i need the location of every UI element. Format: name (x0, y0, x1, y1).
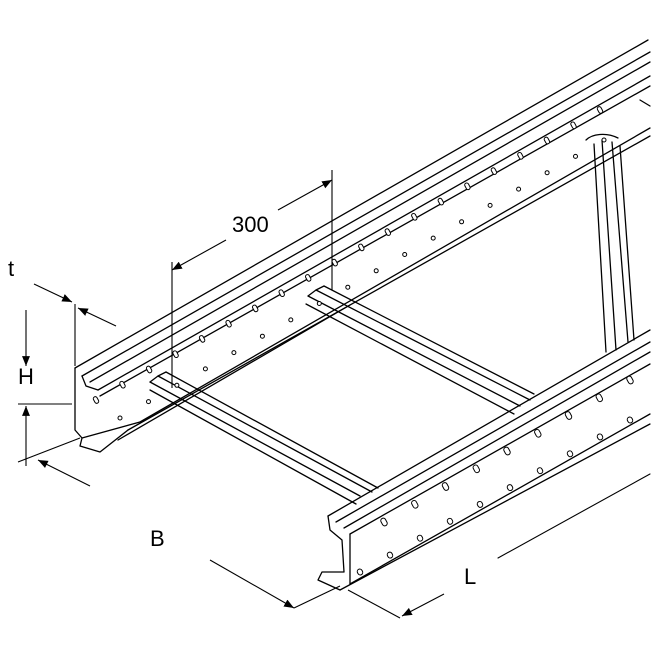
perforation-hole (601, 137, 607, 143)
perforation-hole (596, 433, 604, 441)
perforation-hole (459, 219, 465, 225)
perforation-hole (380, 517, 388, 527)
perforation-hole (146, 399, 151, 405)
dimension-thickness (33, 283, 117, 366)
perforation-hole (626, 375, 634, 385)
perforation-hole (402, 252, 408, 257)
perforation-hole (384, 228, 392, 236)
rung-middle (305, 285, 535, 415)
height-label: H (18, 364, 34, 389)
front-side-rail (317, 329, 651, 591)
perforation-hole (358, 243, 365, 252)
perforation-hole (595, 393, 604, 403)
rail-perforations (92, 106, 634, 576)
perforation-hole (441, 482, 450, 491)
dimension-height (17, 310, 81, 466)
perforation-hole (174, 382, 180, 388)
perforation-hole (437, 197, 445, 206)
perforation-hole (464, 182, 471, 191)
perforation-hole (331, 258, 338, 267)
perforation-hole (259, 333, 265, 339)
perforation-hole (573, 153, 578, 159)
perforation-hole (490, 167, 498, 175)
perforation-hole (596, 106, 604, 114)
perforation-hole (251, 304, 259, 313)
perforation-hole (345, 284, 351, 290)
dimension-length (347, 589, 445, 619)
perforation-hole (119, 380, 126, 389)
perforation-hole (430, 235, 436, 241)
width-label: B (150, 526, 165, 551)
back-side-rail (74, 39, 651, 453)
perforation-hole (117, 415, 123, 421)
perforation-hole (278, 289, 285, 298)
perforation-hole (626, 416, 634, 424)
perforation-hole (356, 568, 364, 576)
dimension-width (37, 459, 341, 609)
perforation-hole (570, 121, 577, 130)
thickness-label: t (8, 256, 14, 281)
perforation-hole (446, 517, 454, 525)
rung-near (149, 371, 379, 505)
perforation-hole (487, 202, 493, 208)
perforation-hole (472, 464, 481, 474)
perforation-hole (172, 350, 179, 359)
dimension-spacing (171, 170, 333, 388)
perforation-hole (517, 151, 524, 160)
perforation-hole (516, 186, 522, 192)
perforation-hole (386, 551, 394, 559)
perforation-hole (288, 317, 294, 323)
perforation-hole (536, 467, 544, 475)
perforation-hole (304, 274, 312, 282)
perforation-hole (411, 212, 418, 221)
perforation-hole (503, 446, 511, 456)
perforation-hole (202, 366, 208, 372)
perforation-hole (506, 484, 514, 492)
perforation-hole (543, 136, 551, 145)
perforation-hole (566, 450, 574, 458)
length-label: L (464, 564, 476, 589)
spacing-label: 300 (232, 212, 269, 237)
perforation-hole (476, 500, 484, 508)
perforation-hole (416, 534, 424, 542)
perforation-hole (534, 428, 542, 438)
perforation-hole (544, 170, 550, 176)
perforation-hole (564, 411, 573, 420)
perforation-hole (411, 499, 419, 509)
perforation-hole (316, 301, 322, 306)
rung-far (585, 99, 651, 353)
perforation-hole (92, 396, 100, 404)
perforation-hole (231, 350, 237, 356)
perforation-hole (373, 268, 379, 274)
perforation-hole (145, 365, 153, 374)
perforation-hole (198, 335, 206, 343)
perforation-hole (225, 319, 232, 328)
